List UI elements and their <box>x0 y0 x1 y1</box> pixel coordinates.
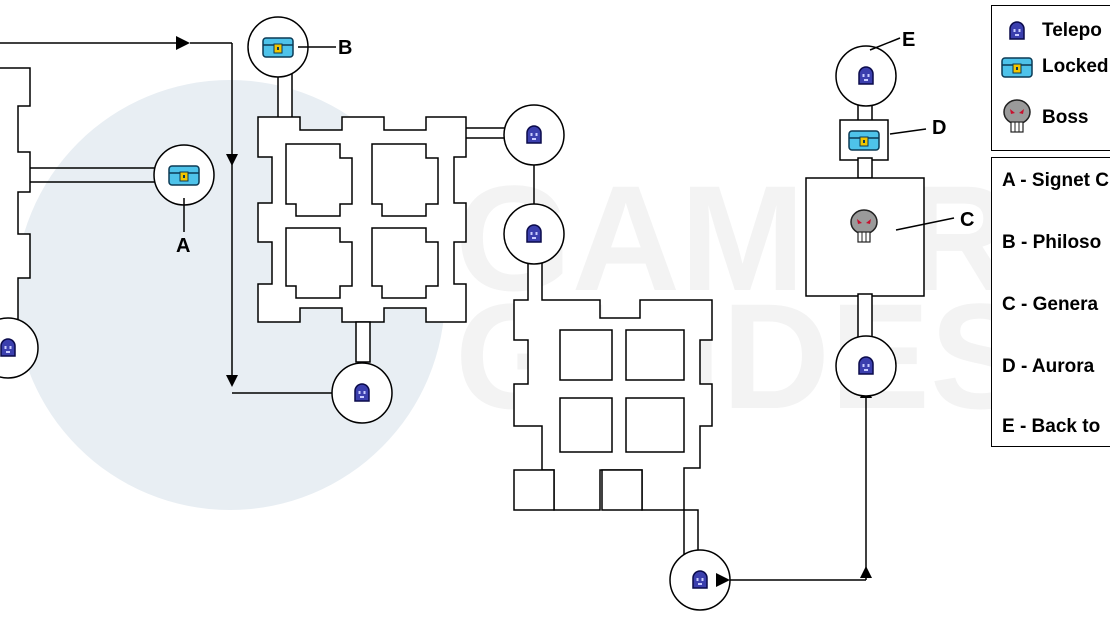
marker-leaders <box>183 37 955 232</box>
legend-label-boss: Boss <box>1042 107 1089 128</box>
legend-row-boss: Boss <box>992 96 1088 140</box>
legend-label-teleporter: Telepo <box>1042 20 1102 41</box>
teleporter-bottom <box>669 549 731 611</box>
marker-b: B <box>338 37 352 59</box>
chest-a-circle <box>153 144 215 206</box>
legend-row-teleporter: Telepo <box>992 14 1102 48</box>
teleporter-mid-arrival <box>503 203 565 265</box>
marker-a: A <box>176 235 190 257</box>
chest-d <box>848 130 880 151</box>
marker-d: D <box>932 117 946 139</box>
teleporter-grid-exit <box>503 104 565 166</box>
teleporter-e-circle <box>835 45 897 107</box>
teleporter-left-bottom <box>0 317 39 379</box>
legend-key-a: A - Signet C <box>1002 170 1109 191</box>
legend-label-locked-chest: Locked <box>1042 56 1109 77</box>
teleporter-boss-entry <box>835 335 897 397</box>
grid-room-two <box>513 257 713 559</box>
legend-key-b: B - Philoso <box>1002 232 1102 253</box>
marker-e: E <box>902 29 915 51</box>
legend-icons-panel: Telepo Locked Boss <box>991 5 1110 151</box>
locked-chest-icon <box>1001 57 1033 78</box>
legend-row-locked-chest: Locked <box>992 52 1109 82</box>
grid-room-one <box>257 71 512 363</box>
boss-area <box>805 101 925 343</box>
legend-keys-panel: A - Signet C B - Philoso C - Genera D - … <box>991 157 1110 447</box>
marker-c: C <box>960 209 974 231</box>
teleporter-grid-one-bottom <box>331 362 393 424</box>
boss-skull-icon <box>1003 99 1031 133</box>
left-room-column <box>0 36 360 400</box>
legend-key-c: C - Genera <box>1002 294 1099 315</box>
teleporter-icon <box>1009 21 1025 40</box>
legend-key-e: E - Back to <box>1002 416 1101 437</box>
legend-key-d: D - Aurora <box>1002 356 1095 377</box>
